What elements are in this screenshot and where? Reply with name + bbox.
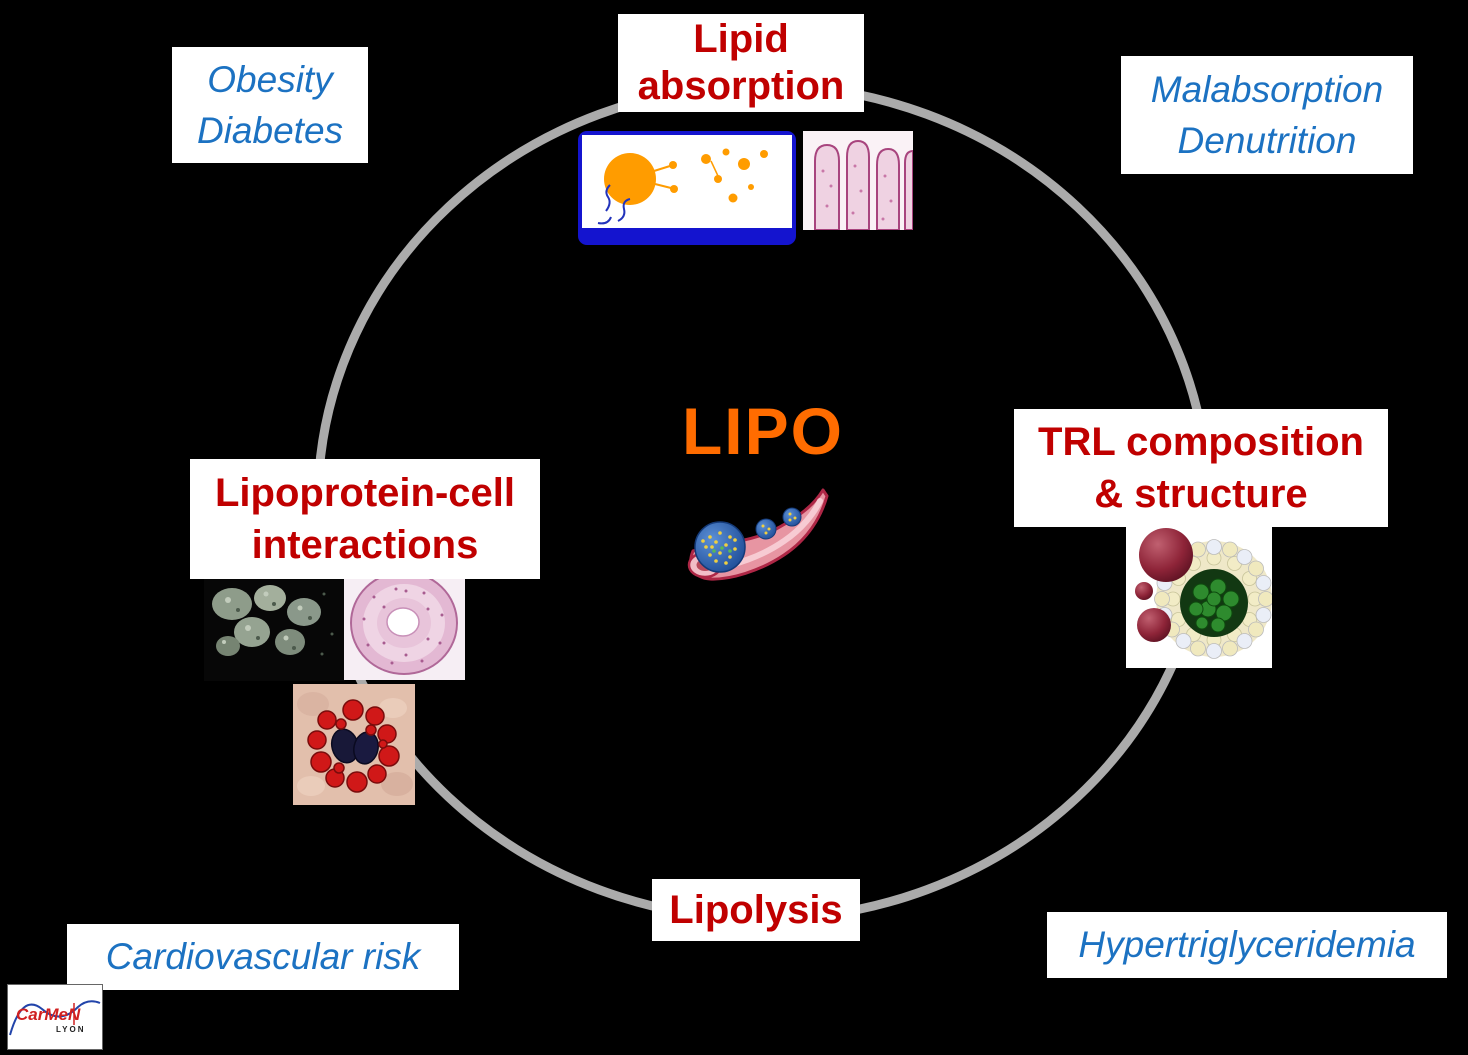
carmen-logo: CarMeN LYON [7,984,103,1050]
trl-particle-image [1126,517,1274,668]
label-line: Malabsorption [1150,68,1384,110]
vessel-lipoprotein-illustration [687,488,829,581]
label-lipid-absorption: Lipid absorption [618,14,864,112]
label-line: Cardiovascular risk [105,935,421,977]
label-line: interactions [251,523,479,567]
label-hypertriglyceridemia: Hypertriglyceridemia [1047,912,1447,978]
label-line: TRL composition [1038,420,1364,464]
cells-sem-image [204,574,345,681]
artery-cross-section-illustration [344,567,465,680]
label-line: Obesity [207,58,333,100]
label-line: absorption [637,64,845,108]
label-line: & structure [1094,472,1308,516]
label-lipolysis: Lipolysis [652,879,860,941]
label-lipoprotein-cell-interactions: Lipoprotein-cell interactions [190,459,540,579]
label-line: Hypertriglyceridemia [1078,923,1416,965]
intestinal-villi-image [803,131,914,231]
label-cardiovascular-risk: Cardiovascular risk [67,924,459,990]
carmen-logo-city: LYON [56,1025,86,1034]
label-line: Lipoprotein-cell [215,471,515,515]
carmen-logo-swoosh [9,1000,101,1036]
villi-histology-illustration [803,131,914,231]
label-line: Lipolysis [669,888,843,932]
label-trl-composition-structure: TRL composition & structure [1014,409,1388,527]
label-malabsorption-denutrition: Malabsorption Denutrition [1121,56,1413,174]
blood-vessel-illustration [672,485,838,595]
carmen-logo-name: CarMeN [16,1005,81,1024]
center-title: LIPO [681,394,844,468]
lipid-droplet-illustration [578,131,796,245]
lipoprotein-structure-illustration [1126,517,1274,668]
foam-cell-image [293,684,415,805]
label-line: Lipid [693,16,789,61]
label-line: Denutrition [1177,120,1357,161]
label-obesity-diabetes: Obesity Diabetes [172,47,368,163]
electron-micrograph-illustration [204,574,345,681]
lipid-emulsion-image [578,131,796,245]
foam-cell-illustration [293,684,415,805]
artery-histology-image [344,567,465,680]
label-line: Diabetes [196,110,344,151]
